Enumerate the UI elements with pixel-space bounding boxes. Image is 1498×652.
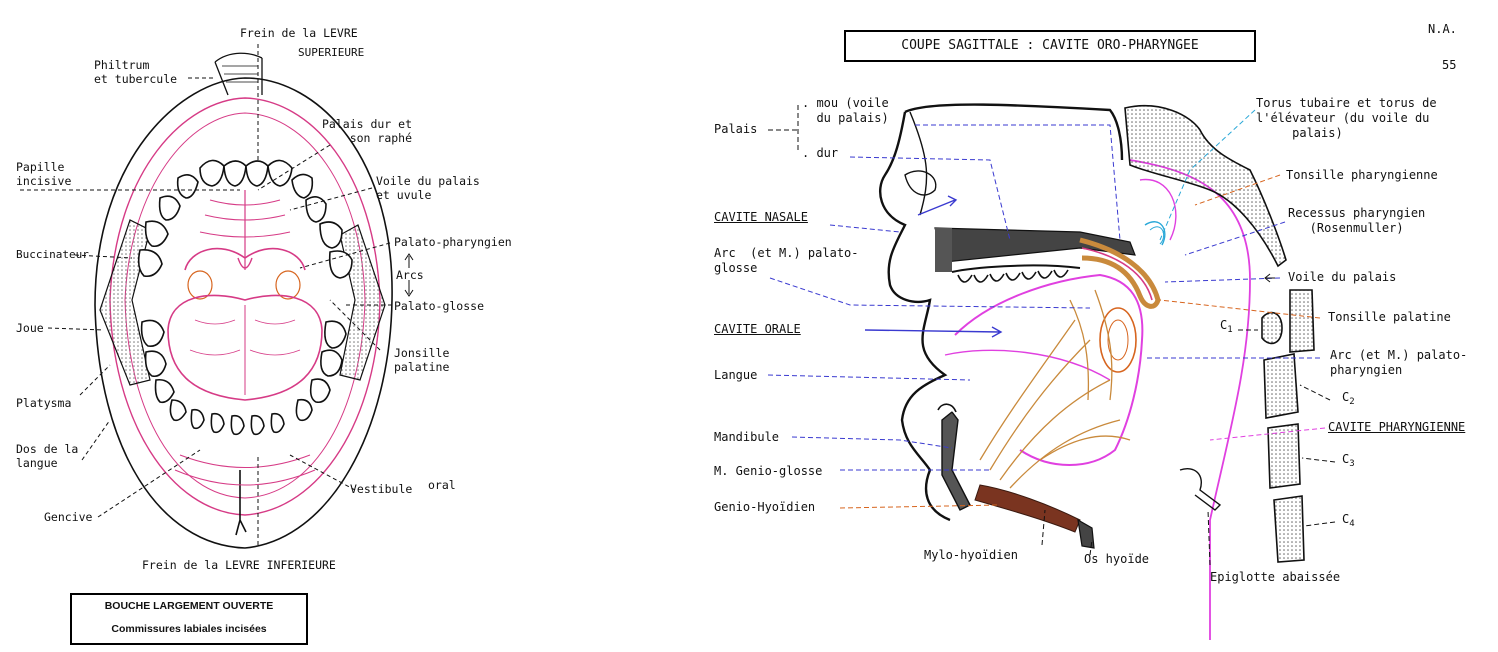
label-mou: . mou (voile du palais) xyxy=(802,96,889,125)
label-joue: Joue xyxy=(16,321,44,335)
tongue xyxy=(167,294,323,401)
label-torus: Torus tubaire et torus de l'élévateur (d… xyxy=(1256,96,1437,140)
label-palais: Palais xyxy=(714,122,758,136)
palatine-tonsil xyxy=(1099,307,1137,373)
label-buccinateur: Buccinateur xyxy=(16,248,89,261)
geniohyoid xyxy=(974,484,1081,533)
label-langue: Langue xyxy=(714,368,758,382)
label-papille: Papille incisive xyxy=(16,160,72,188)
c1-subscript: 1 xyxy=(1227,325,1233,335)
open-mouth-figure: Frein de la LEVRE SUPERIEURE Philtrum et… xyxy=(0,0,520,652)
label-cavite-nasale: CAVITE NASALE xyxy=(714,210,808,224)
label-recessus: Recessus pharyngien (Rosenmuller) xyxy=(1288,206,1426,235)
lower-teeth xyxy=(140,319,347,436)
label-mylo-hyoidien: Mylo-hyoïdien xyxy=(924,548,1018,562)
label-genio-glosse: M. Genio-glosse xyxy=(714,464,823,478)
vertebra-c4 xyxy=(1273,495,1305,563)
label-genio-hyoidien: Genio-Hyoïdien xyxy=(714,500,816,514)
label-palato-glosse: Palato-glosse xyxy=(394,299,485,313)
label-dos-langue: Dos de la langue xyxy=(16,442,79,470)
label-frein-superieur: Frein de la LEVRE xyxy=(240,26,358,40)
label-dur: . dur xyxy=(802,146,839,160)
open-mouth-drawing xyxy=(20,44,414,549)
label-palato-pharyngien: Palato-pharyngien xyxy=(394,235,512,249)
left-cheek xyxy=(99,219,151,386)
c2-letter: C xyxy=(1342,390,1350,404)
label-philtrum: Philtrum et tubercule xyxy=(94,58,178,86)
label-cavite-orale: CAVITE ORALE xyxy=(714,322,801,336)
label-frein-inferieur: Frein de la LEVRE INFERIEURE xyxy=(142,558,336,572)
label-voile-du-palais: Voile du palais xyxy=(1288,270,1397,284)
label-c2: C2 xyxy=(1342,390,1355,410)
vertebra-c2 xyxy=(1263,353,1299,419)
label-os-hyoide: Os hyoïde xyxy=(1084,552,1150,566)
sagittal-drawing xyxy=(767,103,1336,640)
label-epiglotte: Epiglotte abaissée xyxy=(1210,570,1341,584)
label-tonsille-palatine: Tonsille palatine xyxy=(1328,310,1451,324)
caption-line-1: BOUCHE LARGEMENT OUVERTE xyxy=(104,600,274,612)
hyoid-bone xyxy=(1077,518,1095,549)
label-platysma: Platysma xyxy=(16,396,72,410)
c3-letter: C xyxy=(1342,452,1350,466)
c2-subscript: 2 xyxy=(1349,397,1355,407)
mandible xyxy=(941,411,971,511)
label-tonsille: Jonsille palatine xyxy=(394,346,450,374)
label-tonsille-pharyngienne: Tonsille pharyngienne xyxy=(1286,168,1438,182)
face-outline xyxy=(94,77,393,549)
diagram-title: COUPE SAGITTALE : CAVITE ORO-PHARYNGEE xyxy=(844,30,1256,62)
vertebra-c1 xyxy=(1261,311,1283,345)
face-profile xyxy=(878,103,1124,522)
label-palais-dur: Palais dur et son raphé xyxy=(322,117,413,145)
c1-letter: C xyxy=(1220,318,1228,332)
label-arc-palatopharyngien: Arc (et M.) palato- pharyngien xyxy=(1330,348,1468,377)
sagittal-section-figure: COUPE SAGITTALE : CAVITE ORO-PHARYNGEE N… xyxy=(690,0,1498,652)
label-arcs: Arcs xyxy=(396,268,424,282)
upper-teeth-profile xyxy=(957,269,1069,283)
left-caption-box: BOUCHE LARGEMENT OUVERTE Commissures lab… xyxy=(70,593,308,645)
label-c4: C4 xyxy=(1342,512,1355,532)
label-na: N.A. xyxy=(1428,22,1457,36)
label-vestibule: Vestibule xyxy=(350,482,413,496)
label-oral: oral xyxy=(428,478,456,492)
label-superieure: SUPERIEURE xyxy=(298,46,365,59)
c4-letter: C xyxy=(1342,512,1350,526)
label-mandibule: Mandibule xyxy=(714,430,780,444)
label-c1: C1 xyxy=(1220,318,1233,338)
tongue-profile xyxy=(954,273,1144,466)
label-gencive: Gencive xyxy=(44,510,93,524)
cervical-vertebrae xyxy=(1261,289,1315,563)
right-cheek xyxy=(339,224,386,381)
c3-subscript: 3 xyxy=(1349,459,1355,469)
label-voile: Voile du palais et uvule xyxy=(376,174,480,202)
hard-palate xyxy=(934,227,1136,263)
page-number: 55 xyxy=(1442,58,1457,72)
vertebra-c3 xyxy=(1267,423,1301,489)
c4-subscript: 4 xyxy=(1349,519,1355,529)
label-arc-palatoglosse: Arc (et M.) palato- glosse xyxy=(714,246,859,275)
soft-palate xyxy=(1079,237,1161,309)
epiglottis xyxy=(1179,468,1222,511)
label-cavite-pharyngienne: CAVITE PHARYNGIENNE xyxy=(1328,420,1466,434)
caption-line-2: Commissures labiales incisées xyxy=(111,623,267,635)
label-c3: C3 xyxy=(1342,452,1355,472)
